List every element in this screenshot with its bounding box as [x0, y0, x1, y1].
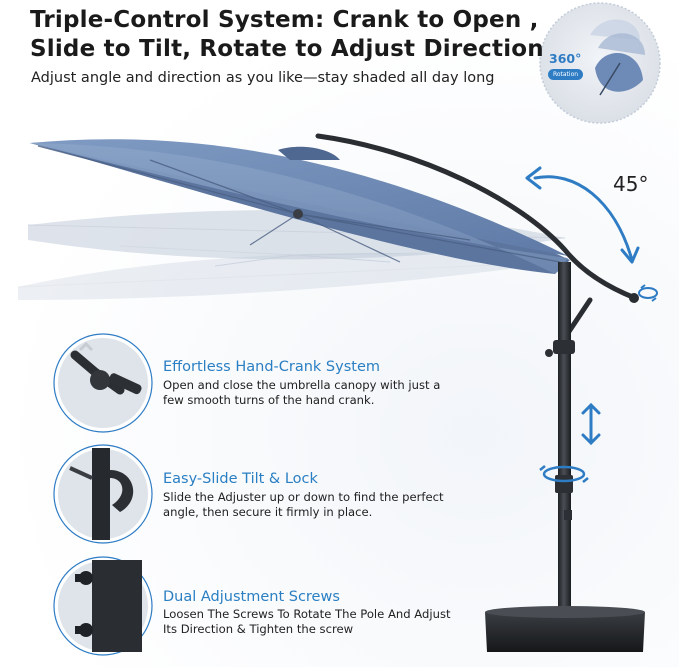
feature-title-slide: Easy-Slide Tilt & Lock — [163, 471, 318, 487]
feature-desc-slide: Slide the Adjuster up or down to find th… — [163, 490, 444, 519]
slide-arrow-icon — [581, 402, 601, 446]
curved-arrow-icon — [525, 166, 640, 264]
rotation-degrees: 360° — [549, 51, 582, 66]
weight-base — [485, 612, 645, 652]
feature-desc-crank: Open and close the umbrella canopy with … — [163, 378, 441, 407]
feature-title-screws: Dual Adjustment Screws — [163, 589, 340, 605]
tilt-angle-label: 45° — [613, 172, 649, 196]
pole-rotate-icon — [539, 465, 589, 483]
hand-crank-icon — [53, 333, 153, 433]
title-line-1: Triple-Control System: Crank to Open , — [30, 7, 539, 33]
title-line-2: Slide to Tilt, Rotate to Adjust Directio… — [30, 36, 544, 62]
pole — [558, 262, 571, 617]
hinge-rotate-icon — [638, 284, 658, 302]
feature-title-crank: Effortless Hand-Crank System — [163, 359, 380, 375]
slide-lock-icon — [53, 444, 153, 544]
rotating-umbrella-icon — [590, 19, 645, 96]
rotation-badge — [539, 2, 661, 124]
main-canopy — [30, 139, 570, 274]
cantilever-arm — [315, 133, 638, 301]
rotation-label: Rotation — [548, 69, 583, 80]
page-title: Triple-Control System: Crank to Open , S… — [30, 6, 544, 64]
feature-desc-screws: Loosen The Screws To Rotate The Pole And… — [163, 607, 451, 636]
page-subtitle: Adjust angle and direction as you like—s… — [31, 70, 495, 86]
adjustment-screws-icon — [53, 556, 153, 656]
